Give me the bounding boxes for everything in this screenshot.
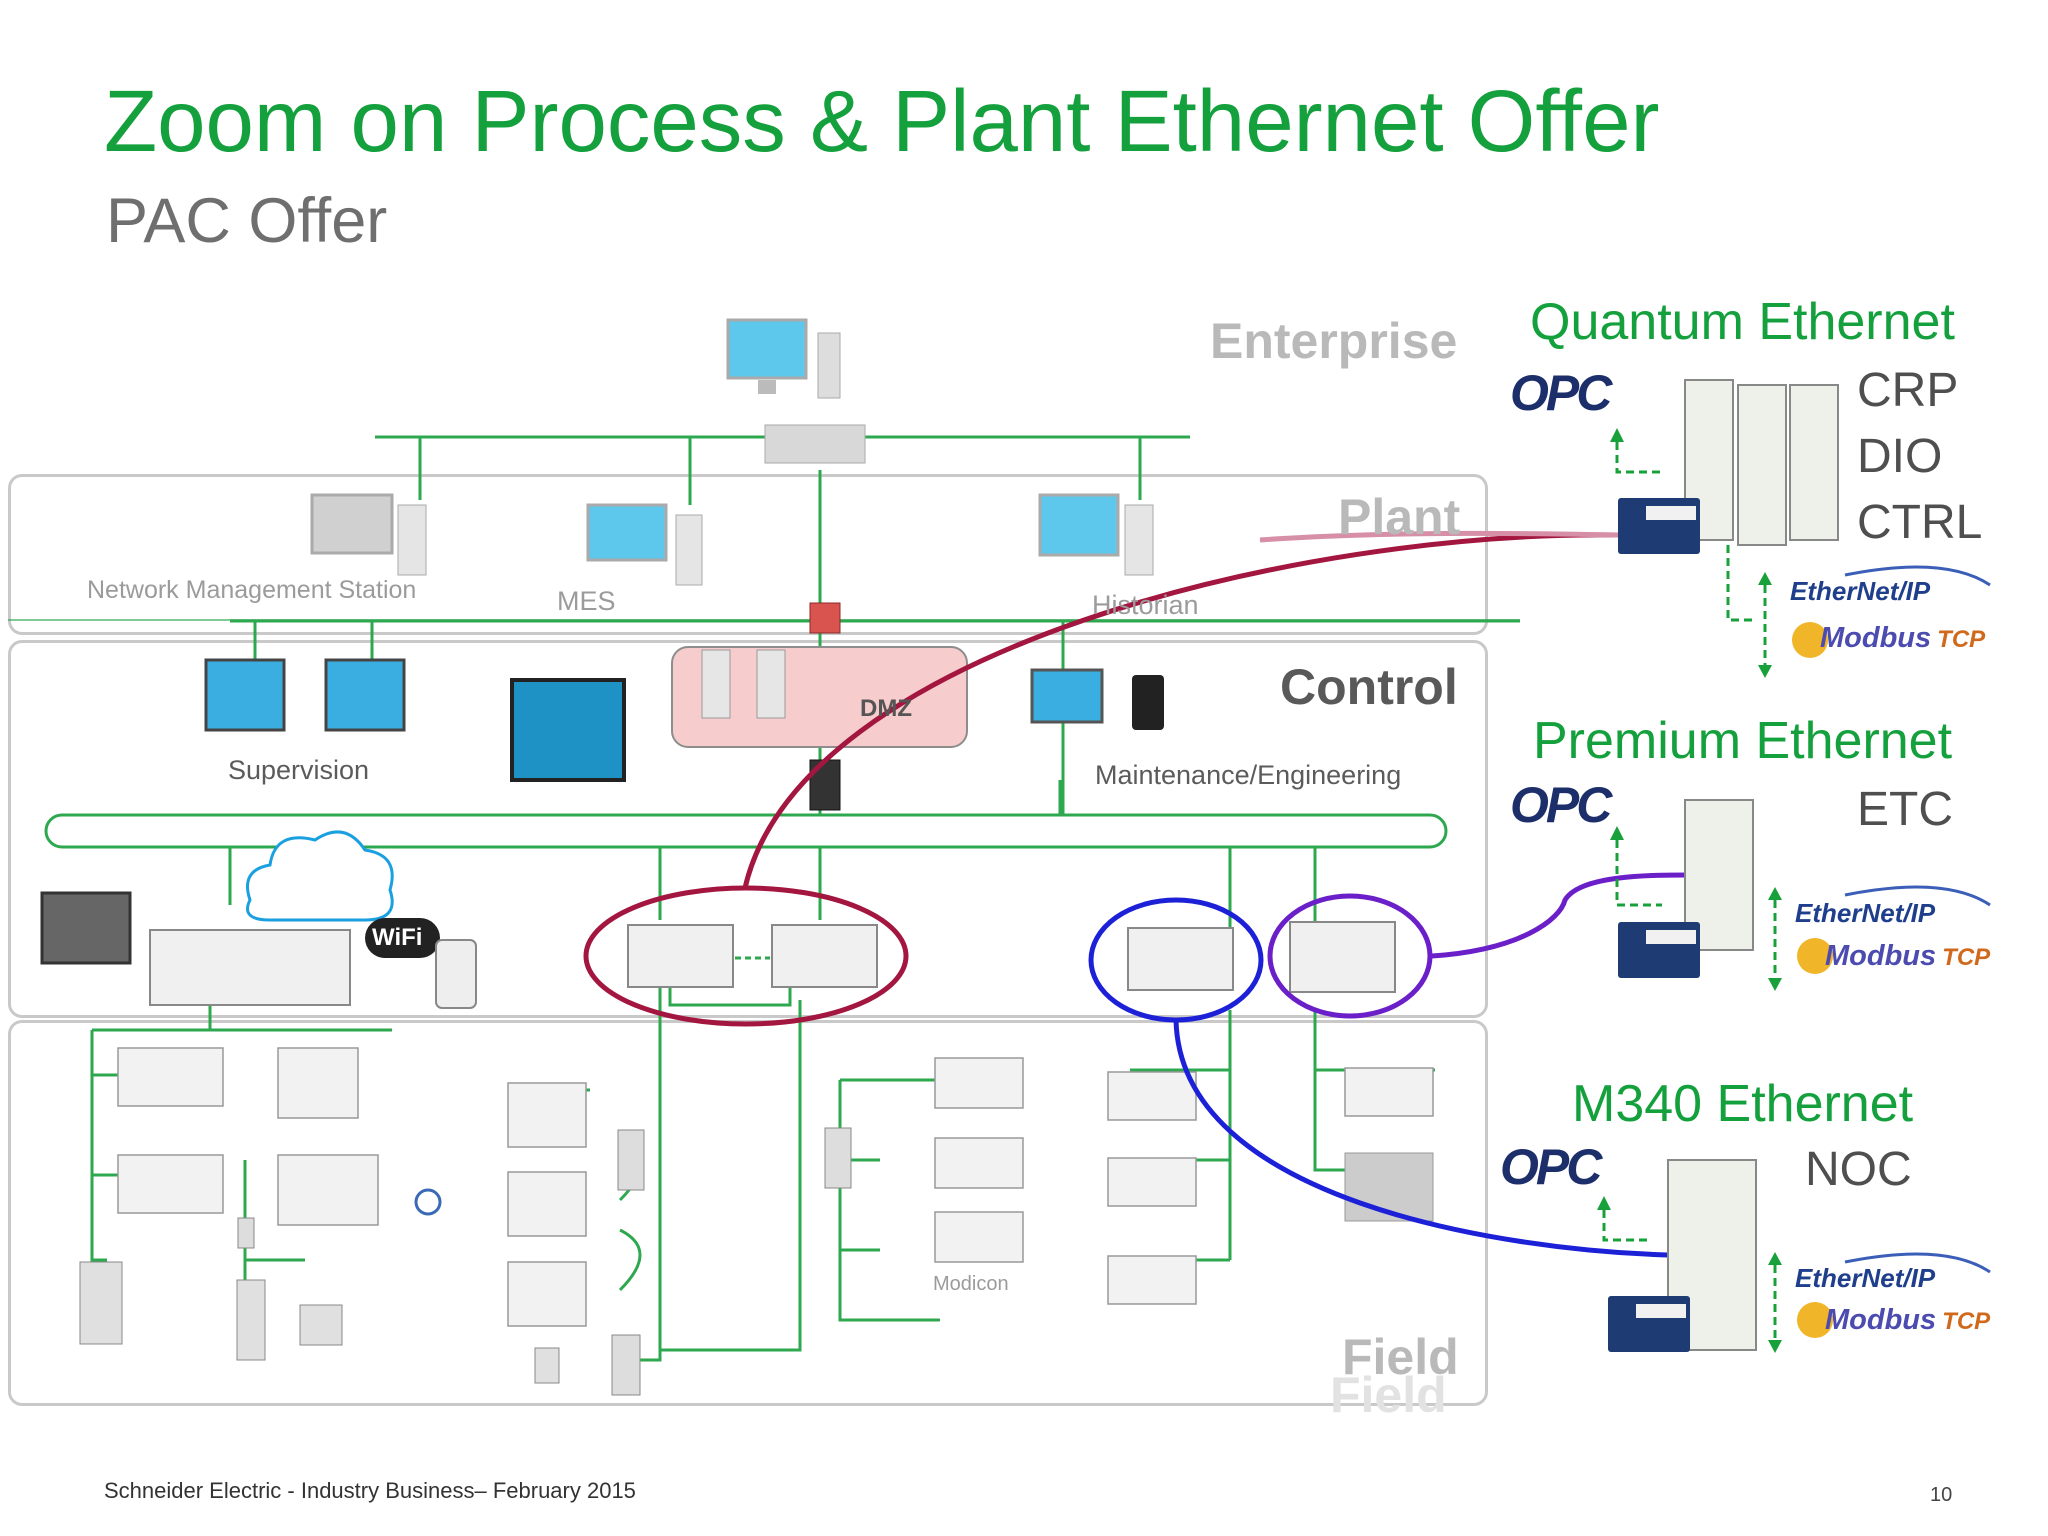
quantum-ctrl-item: CTRL — [1857, 496, 1983, 549]
field-label: Field — [1342, 1329, 1459, 1385]
enterprise-network — [230, 435, 1520, 815]
page-number: 10 — [1930, 1484, 1953, 1506]
ethernet-ip-logo-icon: EtherNet/IP — [1795, 898, 1936, 928]
cloud-icon — [246, 830, 394, 922]
quantum-ethernet-title: Quantum Ethernet — [1530, 293, 1955, 351]
m340-ethernet-title: M340 Ethernet — [1572, 1075, 1914, 1133]
plant-zone — [8, 474, 1488, 635]
tcp-text: TCP — [1942, 1308, 1991, 1335]
enterprise-label: Enterprise — [1210, 313, 1458, 369]
quantum-dio-item: DIO — [1857, 430, 1943, 483]
m340-link-curve — [1173, 1019, 1669, 1258]
control-ring-bus — [44, 813, 1448, 849]
control-label: Control — [1280, 659, 1458, 715]
hmi-panel-icon — [1344, 1152, 1434, 1222]
plc-rack-icon — [149, 921, 1396, 1006]
slide-title: Zoom on Process & Plant Ethernet Offer — [104, 73, 1660, 170]
wifi-icon — [365, 918, 440, 958]
tablet-icon — [435, 939, 477, 1009]
firewall-icon — [809, 602, 841, 634]
dmz-box — [671, 646, 968, 748]
opc-logo-icon: OPC — [1510, 365, 1612, 421]
sensor-icon — [414, 1188, 442, 1216]
server-icon — [701, 649, 786, 719]
modicon-label: Modicon — [933, 1273, 1009, 1295]
computer-icon — [204, 658, 1164, 782]
modbus-text: Modbus — [1820, 622, 1932, 654]
ethernet-ip-logo-icon: EtherNet/IP — [1790, 576, 1931, 606]
computer-icon — [726, 318, 841, 399]
server-icon — [764, 424, 866, 464]
network-management-station-label: Network Management Station — [87, 576, 417, 604]
fdt-logo-icon — [1608, 1296, 1690, 1352]
hmi-panel-icon — [40, 891, 132, 965]
ethernet-ip-logo-icon — [1844, 565, 1991, 1274]
maintenance-engineering-label: Maintenance/Engineering — [1095, 760, 1402, 790]
mes-label: MES — [557, 586, 616, 616]
modbus-text: Modbus — [1825, 940, 1937, 972]
slide-footer: Schneider Electric - Industry Business– … — [104, 1478, 636, 1503]
premium-link-curve — [1431, 872, 1691, 959]
dmz-label: DMZ — [860, 695, 912, 722]
premium-highlight-ellipse — [1267, 893, 1433, 1019]
computer-icon — [310, 493, 1154, 586]
tcp-text: TCP — [1937, 626, 1986, 653]
ethernet-ip-logo-icon: EtherNet/IP — [1795, 1263, 1936, 1293]
slide-subtitle: PAC Offer — [106, 186, 388, 256]
quantum-crp-item: CRP — [1857, 364, 1959, 417]
premium-etc-item: ETC — [1857, 783, 1953, 836]
drive-icon — [79, 1261, 560, 1384]
wifi-label: WiFi — [372, 924, 423, 951]
modbus-logo-icon — [1792, 622, 1833, 1338]
plant-label: Plant — [1338, 489, 1461, 545]
plc-rack-icon — [117, 1047, 1434, 1327]
quantum-link-fade — [1259, 530, 1621, 543]
opc-logo-icon: OPC — [1500, 1139, 1602, 1195]
fdt-logo-icon — [1618, 922, 1700, 978]
field-shadow-label: Field — [1330, 1367, 1447, 1423]
opc-logo-icon: OPC — [1510, 777, 1612, 833]
fdt-logo-icon — [1618, 498, 1700, 554]
historian-label: Historian — [1092, 590, 1199, 620]
premium-ethernet-title: Premium Ethernet — [1533, 712, 1953, 770]
modbus-text: Modbus — [1825, 1304, 1937, 1336]
supervision-label: Supervision — [228, 755, 370, 785]
m340-noc-item: NOC — [1805, 1143, 1912, 1196]
quantum-link-curve — [742, 532, 1621, 889]
tcp-text: TCP — [1942, 944, 1991, 971]
switch-icon — [237, 1127, 852, 1396]
